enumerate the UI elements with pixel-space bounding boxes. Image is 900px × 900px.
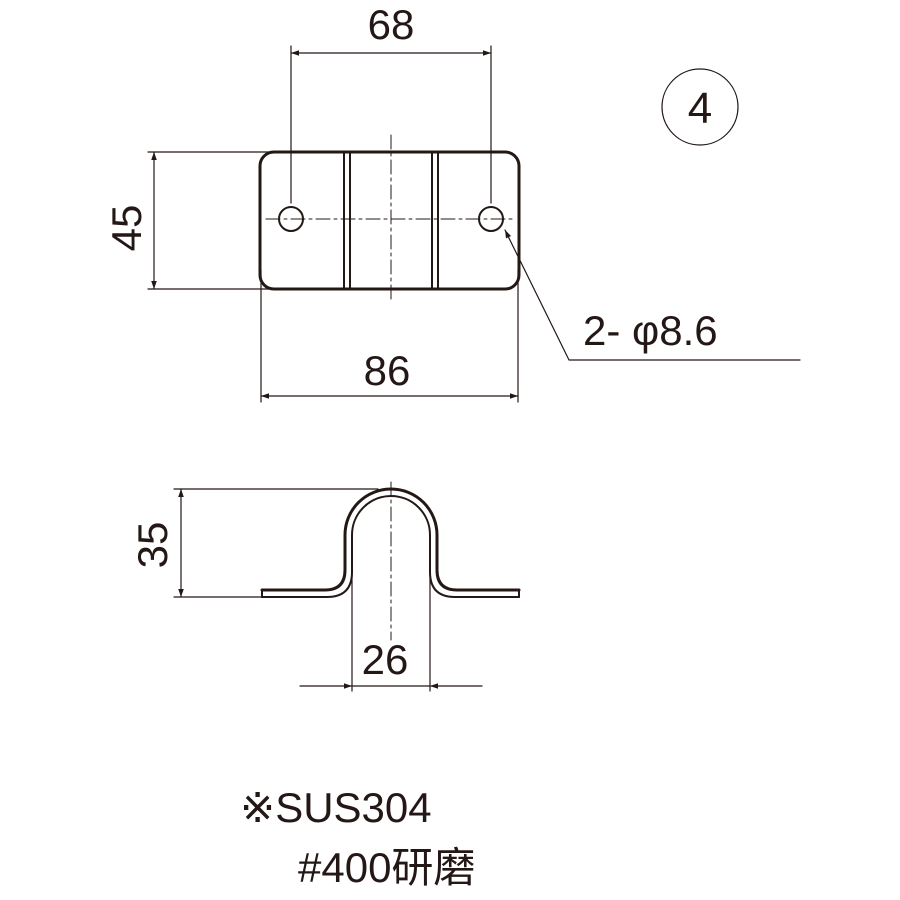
- dimension-height: 45: [103, 205, 150, 252]
- part-number-text: 4: [688, 84, 712, 133]
- part-number-circle: [661, 68, 739, 146]
- part-number-badge: 4: [661, 68, 739, 146]
- hole-callout-leader: [504, 229, 801, 361]
- plate-outline: [258, 150, 521, 291]
- dimension-inner-width: 26: [362, 636, 409, 683]
- side-view: 35 26: [129, 481, 521, 692]
- dimension-hole-pitch: 68: [368, 1, 415, 48]
- dimension-side-height: 35: [129, 522, 176, 569]
- finish-note: #400研磨: [298, 844, 476, 891]
- top-view: 68 45 86 2- φ8.6: [103, 1, 801, 403]
- dimension-length: 86: [364, 347, 411, 394]
- material-note: ※SUS304: [240, 784, 432, 831]
- hole-callout: 2- φ8.6: [583, 307, 718, 354]
